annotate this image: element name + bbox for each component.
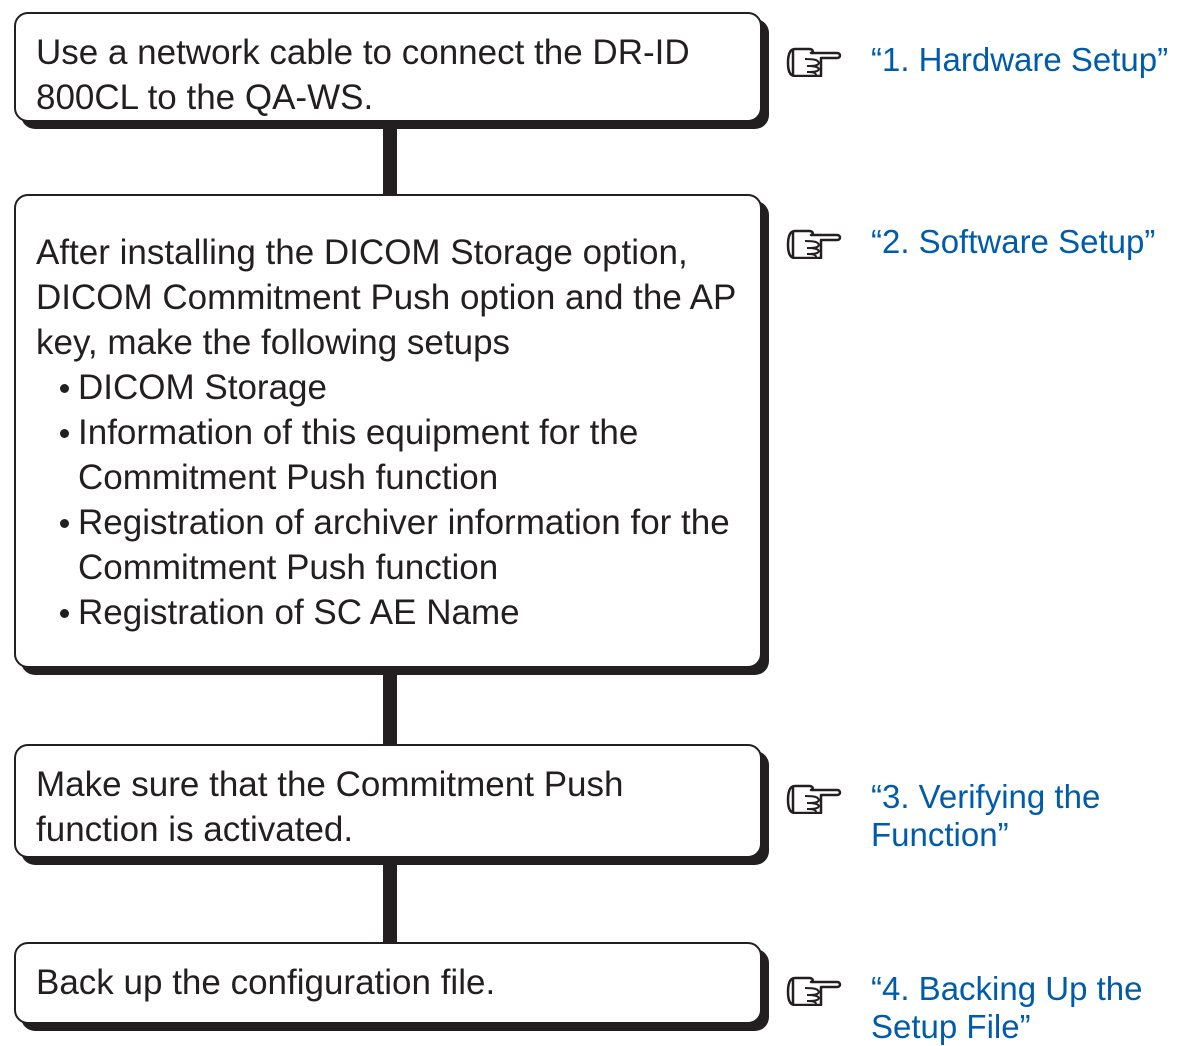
- setup-item-archiver-registration: Registration of archiver information for…: [56, 500, 740, 590]
- setup-item-dicom-storage: DICOM Storage: [56, 365, 740, 410]
- reference-3[interactable]: “3. Verifying the Function”: [785, 778, 1131, 854]
- step-3-box: Make sure that the Commitment Push funct…: [14, 744, 762, 858]
- reference-link-hardware-setup[interactable]: “1. Hardware Setup”: [871, 41, 1169, 78]
- step-4-box: Back up the configuration file.: [14, 942, 762, 1024]
- connector-line-2: [383, 668, 397, 744]
- reference-link-verifying-function[interactable]: “3. Verifying the Function”: [871, 778, 1101, 853]
- step-2-intro: After installing the DICOM Storage optio…: [36, 233, 736, 362]
- reference-link-software-setup[interactable]: “2. Software Setup”: [871, 223, 1156, 260]
- step-3-text: Make sure that the Commitment Push funct…: [36, 765, 624, 849]
- setup-item-sc-ae-name: Registration of SC AE Name: [56, 590, 740, 635]
- reference-4[interactable]: “4. Backing Up the Setup File”: [785, 970, 1171, 1046]
- pointing-hand-icon: [785, 41, 843, 82]
- step-2-setup-list: DICOM Storage Information of this equipm…: [36, 365, 740, 635]
- setup-item-equipment-info: Information of this equipment for the Co…: [56, 410, 740, 500]
- step-4-text: Back up the configuration file.: [36, 963, 496, 1002]
- step-1-text: Use a network cable to connect the DR-ID…: [36, 33, 690, 117]
- pointing-hand-icon: [785, 778, 843, 819]
- reference-link-backing-up-setup-file[interactable]: “4. Backing Up the Setup File”: [871, 970, 1143, 1045]
- connector-line-1: [383, 122, 397, 196]
- pointing-hand-icon: [785, 970, 843, 1011]
- reference-2[interactable]: “2. Software Setup”: [785, 223, 1155, 264]
- reference-1[interactable]: “1. Hardware Setup”: [785, 41, 1168, 82]
- pointing-hand-icon: [785, 223, 843, 264]
- step-1-box: Use a network cable to connect the DR-ID…: [14, 12, 762, 122]
- step-2-box: After installing the DICOM Storage optio…: [14, 194, 762, 668]
- connector-line-3: [383, 858, 397, 944]
